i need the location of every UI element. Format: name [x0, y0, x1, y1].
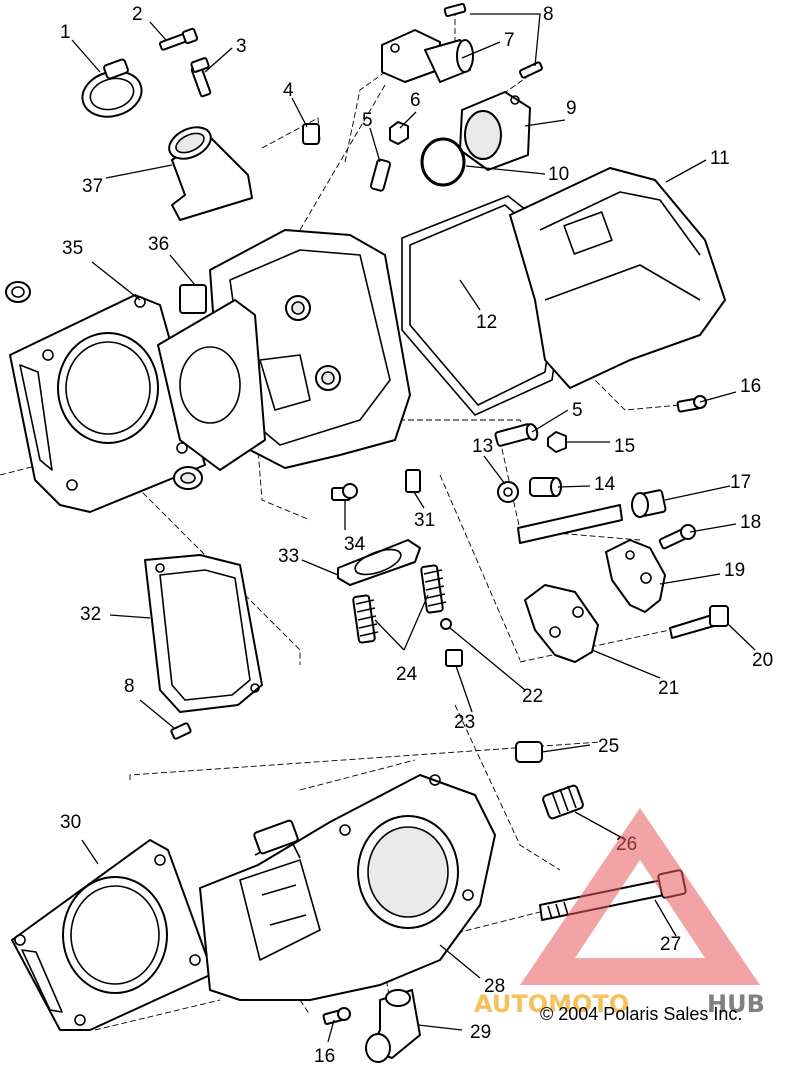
- callout-15: 15: [614, 436, 635, 457]
- callout-16-bottom: 16: [314, 1046, 335, 1065]
- callout-20: 20: [752, 650, 773, 671]
- callout-27: 27: [660, 934, 681, 955]
- springs-24: [352, 564, 447, 644]
- bolt-8-top: [443, 2, 544, 79]
- dowel-4: [302, 123, 320, 145]
- seal-lower: [173, 466, 203, 490]
- plug-31: [405, 469, 421, 493]
- nut-6: [389, 121, 409, 145]
- callout-37: 37: [82, 176, 103, 197]
- callout-5-mid: 5: [572, 400, 583, 421]
- watermark-text-hub: HUB: [707, 990, 765, 1018]
- callout-13: 13: [472, 436, 493, 457]
- callout-9: 9: [566, 98, 577, 119]
- seal-35-left: [5, 281, 31, 303]
- callout-4: 4: [283, 80, 294, 101]
- bolt-17: [517, 489, 667, 544]
- elbow-29: [365, 989, 421, 1063]
- callout-5-top: 5: [362, 110, 373, 131]
- callout-1: 1: [60, 22, 71, 43]
- washer-13: [497, 481, 519, 503]
- callout-28: 28: [484, 976, 505, 997]
- valve-guide-5-top: [369, 158, 391, 192]
- callout-11: 11: [710, 148, 730, 169]
- callout-35: 35: [62, 238, 83, 259]
- bolt-8-left: [170, 722, 192, 740]
- callout-22: 22: [522, 686, 543, 707]
- callout-12: 12: [476, 312, 497, 333]
- bolt-2: [158, 27, 199, 51]
- head-gasket-35: [9, 294, 206, 513]
- callout-numbers: 1 2 3 4 5 6 7 8 9 10 11 12 5 13 14 15 16…: [60, 4, 773, 1065]
- watermark-logo: AUTOMOTO HUB: [474, 808, 765, 1018]
- valve-guide-5-mid: [494, 423, 539, 447]
- head-gasket-36: [157, 299, 266, 471]
- callout-29: 29: [470, 1022, 491, 1043]
- callout-8-left: 8: [124, 676, 135, 697]
- bolt-16-bottom: [322, 1007, 351, 1025]
- watermark-text-automoto: AUTOMOTO: [474, 990, 629, 1018]
- leader-lines: [71, 13, 756, 1043]
- bolt-34: [331, 483, 358, 501]
- outlet-fitting-9: [459, 91, 531, 171]
- keeper-22: [440, 618, 452, 630]
- keeper-23: [445, 649, 463, 667]
- nut-15: [547, 431, 567, 453]
- side-cover-32: [144, 554, 263, 713]
- gasket-33: [337, 539, 421, 586]
- clamp-1: [81, 58, 143, 118]
- callout-36: 36: [148, 234, 169, 255]
- bolt-18: [658, 524, 696, 550]
- intake-boot-37: [168, 126, 253, 221]
- callout-10: 10: [548, 164, 569, 185]
- callout-30: 30: [60, 812, 81, 833]
- callout-17: 17: [730, 472, 751, 493]
- base-gasket-30: [11, 839, 211, 1031]
- callout-19: 19: [724, 560, 745, 581]
- callout-24: 24: [396, 664, 418, 685]
- bracket-21: [524, 584, 599, 663]
- callout-2: 2: [132, 4, 143, 25]
- callout-32: 32: [80, 604, 101, 625]
- bracket-19: [605, 539, 666, 613]
- bolt-3: [190, 57, 212, 98]
- dowel-25: [515, 741, 543, 763]
- callout-7: 7: [504, 30, 515, 51]
- callout-8-top: 8: [543, 4, 554, 25]
- copyright-notice: © 2004 Polaris Sales Inc.: [540, 1004, 743, 1024]
- cylinder-28: [199, 774, 496, 1001]
- callout-31: 31: [414, 510, 435, 531]
- elbow-fitting-7: [381, 29, 474, 83]
- bolt-16-right: [676, 395, 707, 413]
- callout-3: 3: [236, 36, 247, 57]
- callout-33: 33: [278, 546, 299, 567]
- plug-14: [529, 477, 562, 497]
- valve-cover-11: [509, 167, 726, 389]
- callout-14: 14: [594, 474, 616, 495]
- bolt-20: [669, 605, 729, 639]
- o-ring-10: [420, 137, 466, 187]
- callout-25: 25: [598, 736, 619, 757]
- stud-26: [542, 784, 584, 820]
- callout-16-right: 16: [740, 376, 761, 397]
- callout-34: 34: [344, 534, 366, 555]
- callout-23: 23: [454, 712, 475, 733]
- callout-6: 6: [410, 90, 421, 111]
- callout-18: 18: [740, 512, 761, 533]
- callout-21: 21: [658, 678, 679, 699]
